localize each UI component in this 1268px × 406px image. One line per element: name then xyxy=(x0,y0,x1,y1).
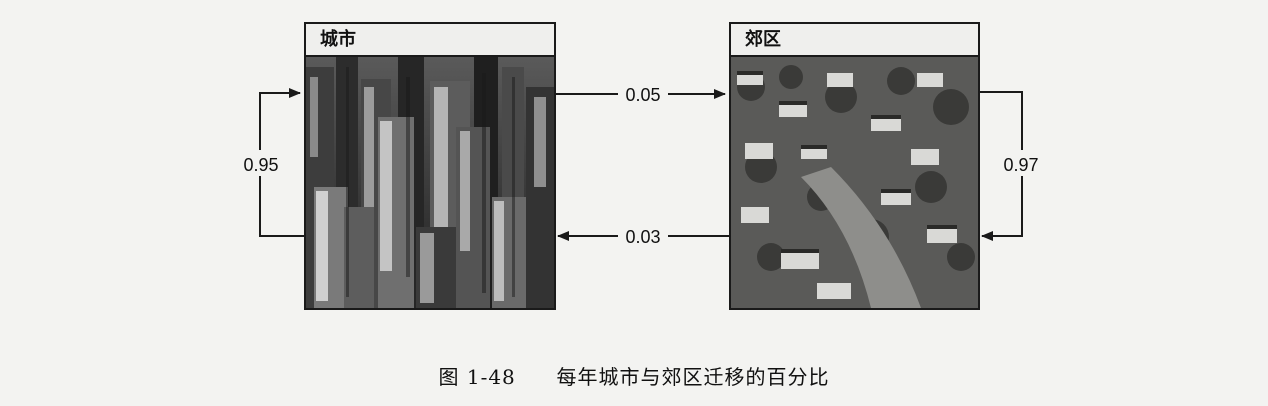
suburb-to-city-label: 0.03 xyxy=(625,227,660,247)
city-self-loop-label: 0.95 xyxy=(243,155,278,175)
suburb-self-loop-label: 0.97 xyxy=(1003,155,1038,175)
city-photo xyxy=(306,57,554,308)
city-node-title: 城市 xyxy=(306,24,554,57)
suburb-node: 郊区 xyxy=(729,22,980,310)
suburb-node-title: 郊区 xyxy=(731,24,978,57)
figure-number: 图 1-48 xyxy=(438,365,516,389)
suburb-photo xyxy=(731,57,978,308)
figure-caption: 图 1-48 每年城市与郊区迁移的百分比 xyxy=(0,361,1268,390)
figure-caption-text: 每年城市与郊区迁移的百分比 xyxy=(556,365,830,389)
city-node: 城市 xyxy=(304,22,556,310)
city-to-suburb-label: 0.05 xyxy=(625,85,660,105)
